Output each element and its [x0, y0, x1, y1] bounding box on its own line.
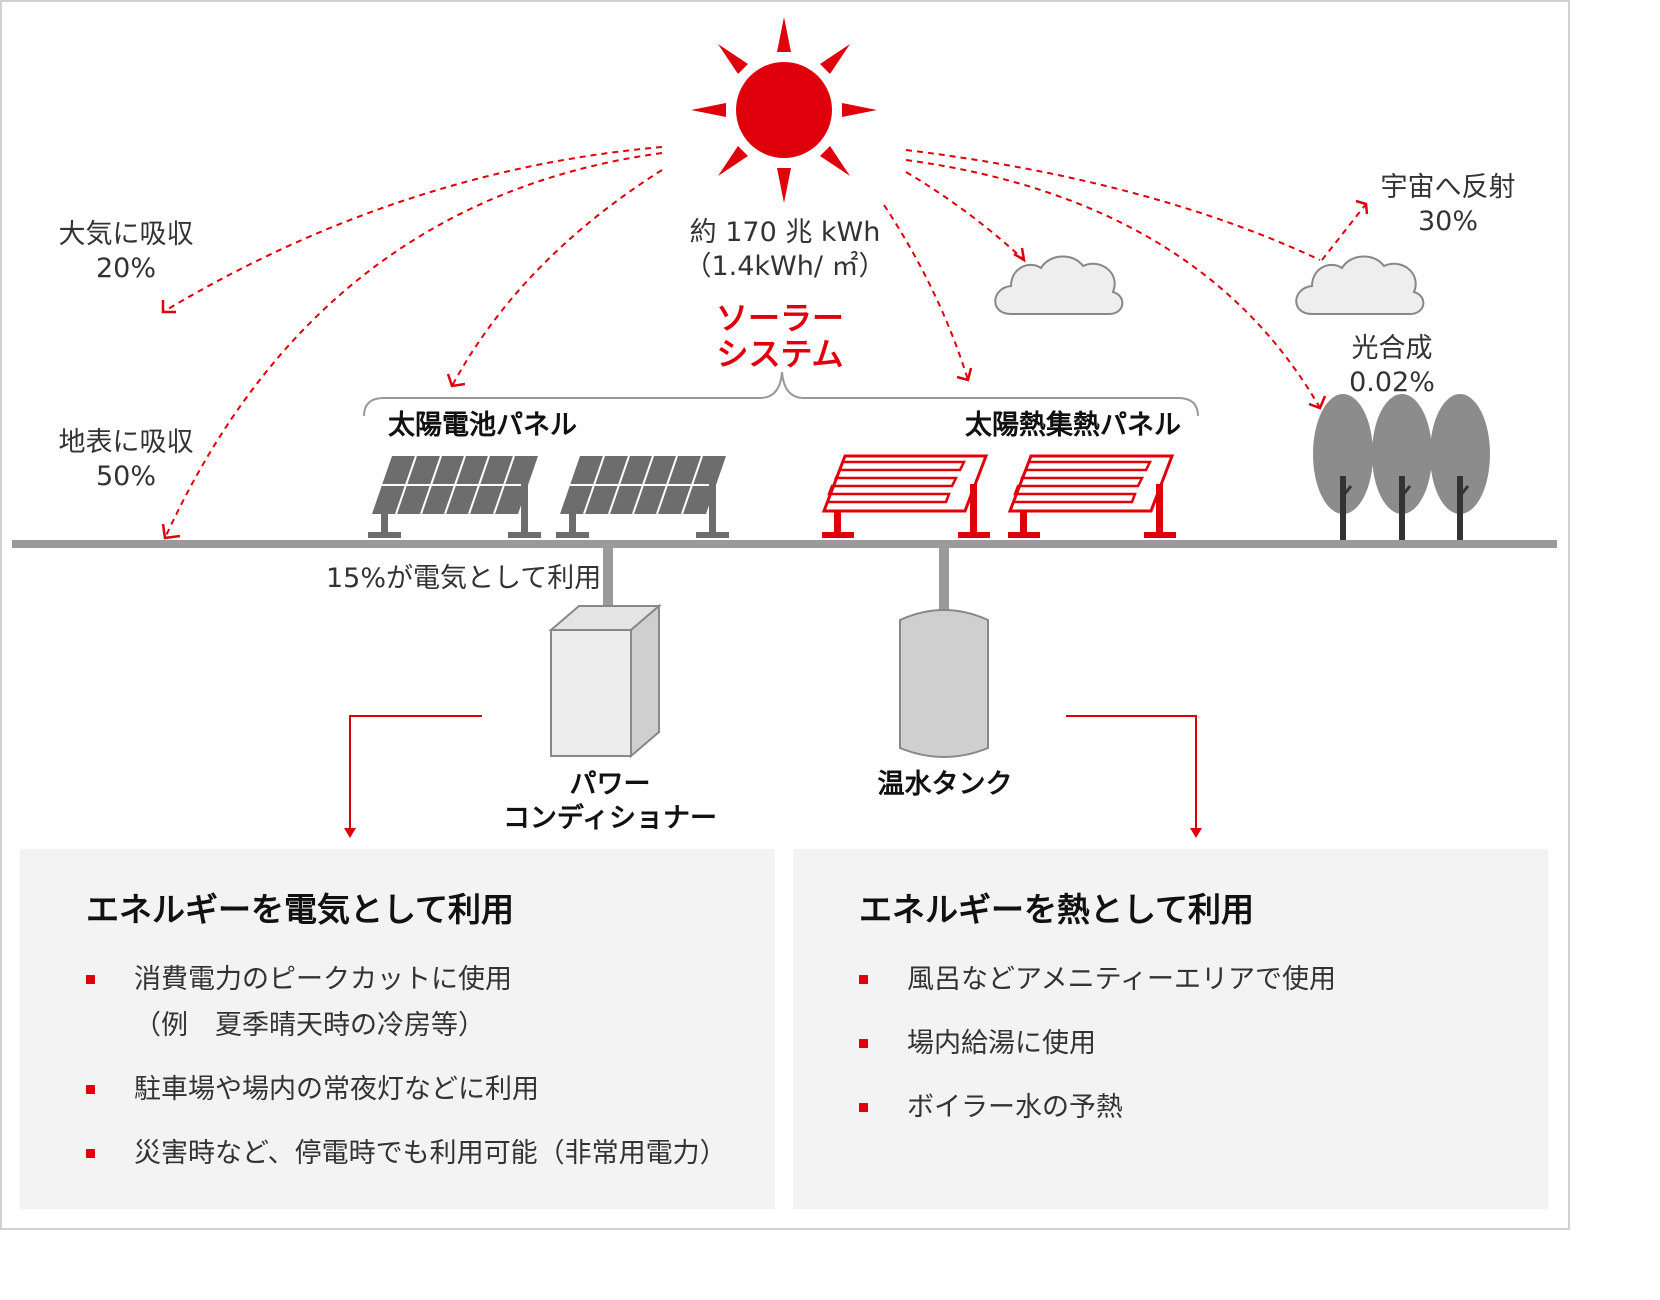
power-conditioner-icon — [548, 603, 662, 759]
flow-arrows — [162, 146, 1367, 539]
bullet-icon — [86, 1085, 95, 1094]
power-conditioner-label-line2: コンディショナー — [502, 803, 718, 834]
arrow-cloud-space — [905, 149, 1321, 261]
list-item-text: 消費電力のピークカットに使用 — [134, 964, 512, 995]
cloud-icon — [994, 255, 1124, 315]
flow-label-value: 0.02% — [1349, 367, 1435, 398]
electric-usage-title: エネルギーを電気として利用 — [86, 890, 515, 929]
electric-usage-list: 消費電力のピークカットに使用 （例 夏季晴天時の冷房等） 駐車場や場内の常夜灯な… — [86, 957, 727, 1195]
heat-usage-list: 風呂などアメニティーエリアで使用 場内給湯に使用 ボイラー水の予熱 — [859, 957, 1336, 1149]
system-title-line2: システム — [716, 335, 844, 373]
flow-label-text: 宇宙へ反射 — [1380, 172, 1516, 203]
flow-label-value: 50% — [95, 461, 156, 492]
solar-panel-icon — [555, 455, 730, 539]
photosynthesis-flow-label: 光合成 0.02% — [1322, 332, 1462, 400]
ground-line — [12, 540, 1557, 548]
list-item-text: 駐車場や場内の常夜灯などに利用 — [134, 1074, 539, 1105]
bullet-icon — [859, 1103, 868, 1112]
flow-label-text: 大気に吸収 — [58, 219, 194, 250]
system-title-line1: ソーラー — [715, 299, 844, 337]
connector-heads — [344, 828, 1202, 838]
arrow-atmosphere — [162, 146, 663, 313]
bullet-icon — [859, 1039, 868, 1048]
sun-icon — [691, 17, 877, 203]
system-title: ソーラー システム — [680, 300, 880, 372]
hot-water-tank-icon — [899, 609, 989, 758]
list-item-text: 場内給湯に使用 — [907, 1028, 1096, 1059]
list-item: 消費電力のピークカットに使用 （例 夏季晴天時の冷房等） — [86, 957, 727, 1049]
arrow-space — [1321, 203, 1367, 261]
list-item-text: 災害時など、停電時でも利用可能（非常用電力） — [134, 1138, 727, 1169]
power-conditioner-label: パワー コンディショナー — [470, 768, 750, 836]
list-item: 災害時など、停電時でも利用可能（非常用電力） — [86, 1131, 727, 1177]
arrow-trees — [905, 159, 1321, 409]
flow-label-text: 地表に吸収 — [58, 427, 194, 458]
list-item: 風呂などアメニティーエリアで使用 — [859, 957, 1336, 1003]
arrow-thermal — [883, 204, 969, 381]
arrow-pv — [451, 169, 663, 387]
arrow-ground — [164, 152, 663, 539]
connector-arrows — [349, 715, 1197, 830]
solar-panel-icon — [367, 455, 542, 539]
arrow-heads — [161, 199, 1369, 540]
bullet-icon — [86, 1149, 95, 1158]
thermal-panel-icon — [820, 454, 992, 540]
thermal-panel-icon — [1006, 454, 1178, 540]
hot-water-tank-label: 温水タンク — [877, 769, 1013, 800]
arrow-cloud — [905, 171, 1025, 261]
pv-panel-label: 太陽電池パネル — [388, 410, 577, 441]
conduit-pipe — [939, 548, 949, 610]
electric-usage-box: エネルギーを電気として利用 消費電力のピークカットに使用 （例 夏季晴天時の冷房… — [20, 849, 775, 1209]
bullet-icon — [859, 975, 868, 984]
list-item: 駐車場や場内の常夜灯などに利用 — [86, 1067, 727, 1113]
ground-flow-label: 地表に吸収 50% — [40, 426, 212, 494]
sun-energy-value: 約 170 兆 kWh — [689, 217, 881, 248]
list-item-subtext: （例 夏季晴天時の冷房等） — [134, 1010, 485, 1041]
system-bracket — [363, 371, 1199, 417]
tree-icon — [1428, 392, 1492, 542]
electricity-usage-note: 15%が電気として利用 — [326, 563, 602, 594]
sun-energy-per-area: （1.4kWh/ ㎡） — [684, 251, 886, 282]
heat-usage-title: エネルギーを熱として利用 — [859, 890, 1255, 929]
cloud-icon — [1295, 255, 1425, 315]
flow-label-value: 30% — [1417, 206, 1478, 237]
list-item-text: ボイラー水の予熱 — [907, 1092, 1123, 1123]
power-conditioner-label-line1: パワー — [569, 769, 651, 800]
conduit-pipe — [603, 548, 613, 610]
tree-icon — [1311, 392, 1375, 542]
sun-energy-label: 約 170 兆 kWh （1.4kWh/ ㎡） — [660, 216, 910, 284]
thermal-panel-label: 太陽熱集熱パネル — [965, 410, 1181, 441]
space-flow-label: 宇宙へ反射 30% — [1362, 171, 1534, 239]
list-item: ボイラー水の予熱 — [859, 1085, 1336, 1131]
atmosphere-flow-label: 大気に吸収 20% — [40, 218, 212, 286]
list-item: 場内給湯に使用 — [859, 1021, 1336, 1067]
tree-icon — [1370, 392, 1434, 542]
flow-label-value: 20% — [95, 253, 156, 284]
bullet-icon — [86, 975, 95, 984]
flow-label-text: 光合成 — [1351, 333, 1433, 364]
list-item-text: 風呂などアメニティーエリアで使用 — [907, 964, 1337, 995]
heat-usage-box: エネルギーを熱として利用 風呂などアメニティーエリアで使用 場内給湯に使用 ボイ… — [793, 849, 1548, 1209]
